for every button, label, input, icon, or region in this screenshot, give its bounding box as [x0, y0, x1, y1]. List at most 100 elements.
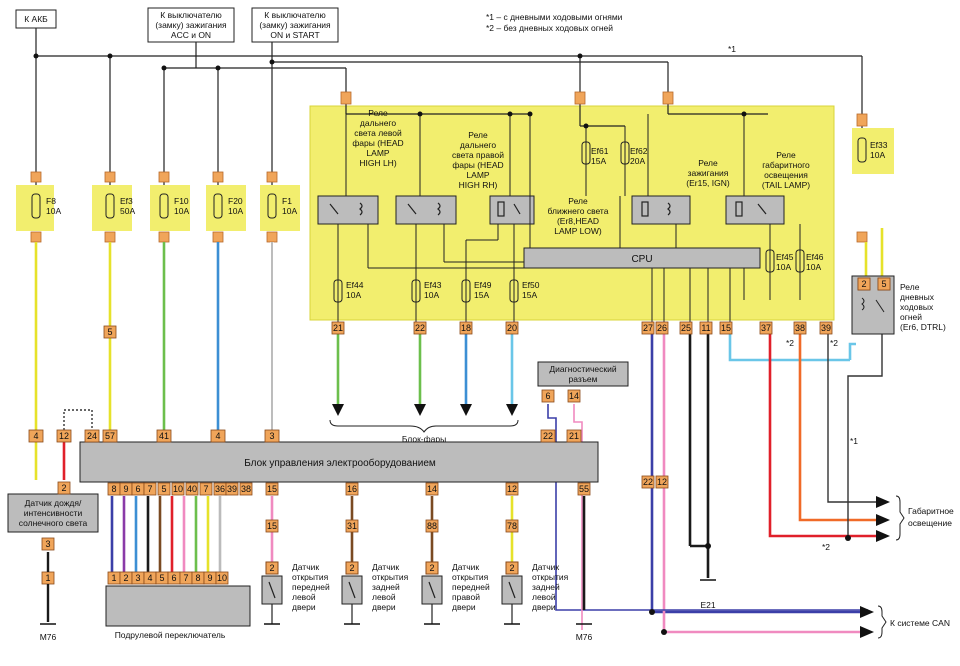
svg-text:(Er15, IGN): (Er15, IGN) — [686, 178, 730, 188]
main-block-label: Блок управления электрооборудованием — [244, 457, 436, 469]
svg-text:Датчик: Датчик — [292, 562, 319, 572]
diag-pins-pin — [567, 389, 581, 403]
block-top-pins-pin — [540, 429, 556, 443]
block-bottom-pins-pin-label: 40 — [187, 484, 197, 494]
on-start-label-box — [251, 7, 339, 43]
switch-pins-pin-label: 10 — [217, 573, 227, 583]
svg-text:LAMP LOW): LAMP LOW) — [554, 226, 602, 236]
relay-pins-pin-label: 21 — [333, 323, 343, 333]
svg-text:двери: двери — [372, 602, 396, 612]
block-bottom-pins-pin — [185, 482, 199, 496]
star-1-b: *1 — [850, 436, 858, 446]
main-control-block — [79, 441, 599, 483]
rain-pin-label: 1 — [45, 573, 50, 583]
block-bottom-pins-pin-label: 10 — [173, 484, 183, 494]
drl-switch — [875, 299, 885, 313]
switch-pins-pin — [215, 571, 229, 585]
switch-pins-pin-label: 4 — [147, 573, 152, 583]
svg-text:левой: левой — [372, 592, 396, 602]
block-bottom-pins-pin-label: 7 — [147, 484, 152, 494]
block-bottom-pins-pin — [239, 482, 253, 496]
rain-pin-label: 3 — [45, 539, 50, 549]
mid-pin — [345, 519, 359, 533]
relay-pins-pin — [719, 321, 733, 335]
svg-text:Реле: Реле — [468, 130, 488, 140]
drl-pins-pin-label: 5 — [881, 279, 886, 289]
svg-text:Диагностический: Диагностический — [549, 364, 617, 374]
door-sensor-pin-label: 2 — [349, 563, 354, 573]
switch-pins-pin-label: 8 — [195, 573, 200, 583]
door-sensor-pin-label: 2 — [429, 563, 434, 573]
fuse-ef33-amps: 10A — [870, 150, 885, 160]
mid-pin-label: 31 — [347, 521, 357, 531]
block-top-pins-pin — [56, 429, 72, 443]
door-sensor-pin — [345, 561, 359, 575]
svg-text:дальнего: дальнего — [360, 118, 396, 128]
svg-text:Датчик: Датчик — [452, 562, 479, 572]
block-bottom-pins-pin — [265, 482, 279, 496]
mid-pin — [103, 325, 117, 339]
block-bottom-pins-pin — [171, 482, 185, 496]
marker-brace — [895, 495, 905, 541]
svg-text:левой: левой — [532, 592, 556, 602]
svg-text:LAMP: LAMP — [366, 148, 389, 158]
relay-pins-pin — [331, 321, 345, 335]
star-1-top: *1 — [728, 44, 736, 54]
svg-text:Реле: Реле — [568, 196, 588, 206]
svg-text:правой: правой — [452, 592, 480, 602]
note-1: *1 – с дневными ходовыми огнями — [486, 12, 623, 22]
mid-pin-label: 15 — [267, 521, 277, 531]
acc-on-label-2: (замку) зажигания — [155, 20, 227, 30]
block-bottom-pins-pin-label: 7 — [203, 484, 208, 494]
relay-pins-pin — [793, 321, 807, 335]
svg-text:задней: задней — [532, 582, 560, 592]
fuse-f1-id: F1 — [282, 196, 292, 206]
mid-pin-label: 88 — [427, 521, 437, 531]
relay-pins-pin-label: 37 — [761, 323, 771, 333]
svg-text:15A: 15A — [591, 156, 606, 166]
svg-text:15A: 15A — [474, 290, 489, 300]
block-bottom-pins-pin-label: 14 — [427, 484, 437, 494]
relay-pins-pin — [505, 321, 519, 335]
svg-text:освещения: освещения — [764, 170, 808, 180]
power-rails — [35, 28, 863, 185]
door-sensor-pin — [265, 561, 279, 575]
fuses-left: F8 10A Ef3 50A F10 10A F20 10A F1 10A Ef… — [30, 137, 888, 243]
svg-text:света правой: света правой — [452, 150, 504, 160]
svg-text:зажигания: зажигания — [688, 168, 729, 178]
mid-pin-label: 78 — [507, 521, 517, 531]
star-2-a: *2 — [786, 338, 794, 348]
mid-pin-label: 22 — [643, 477, 653, 487]
block-bottom-pins-pin-label: 5 — [161, 484, 166, 494]
svg-text:(Er8,HEAD: (Er8,HEAD — [557, 216, 599, 226]
svg-text:HIGH LH): HIGH LH) — [359, 158, 396, 168]
relay-pins-pin — [679, 321, 693, 335]
svg-text:Ef50: Ef50 — [522, 280, 540, 290]
svg-text:передней: передней — [452, 582, 490, 592]
mid-pin — [425, 519, 439, 533]
fuse-ef3-amps: 50A — [120, 206, 135, 216]
fuse-f8-id: F8 — [46, 196, 56, 206]
svg-text:Датчик дождя/: Датчик дождя/ — [25, 498, 82, 508]
rain-sensor-pins: 231 — [41, 481, 71, 585]
block-bottom-pins-pin — [199, 482, 213, 496]
svg-text:света левой: света левой — [354, 128, 402, 138]
can-label: К системе CAN — [890, 618, 950, 628]
on-start-label-3: ON и START — [270, 30, 319, 40]
mid-pin — [641, 475, 655, 489]
svg-text:фары (HEAD: фары (HEAD — [452, 160, 503, 170]
diag-pins-pin-label: 6 — [545, 391, 550, 401]
cpu-label: CPU — [631, 254, 652, 265]
relay-pins-pin-label: 38 — [795, 323, 805, 333]
block-top-pins-pin — [102, 429, 118, 443]
block-top-pins-pin-label: 4 — [33, 431, 38, 441]
akb-label: К АКБ — [24, 14, 48, 24]
svg-text:Датчик: Датчик — [532, 562, 559, 572]
door-sensor-pin — [505, 561, 519, 575]
svg-text:двери: двери — [292, 602, 316, 612]
acc-on-label-3: ACC и ON — [171, 30, 211, 40]
svg-text:Ef62: Ef62 — [630, 146, 648, 156]
svg-text:10A: 10A — [424, 290, 439, 300]
